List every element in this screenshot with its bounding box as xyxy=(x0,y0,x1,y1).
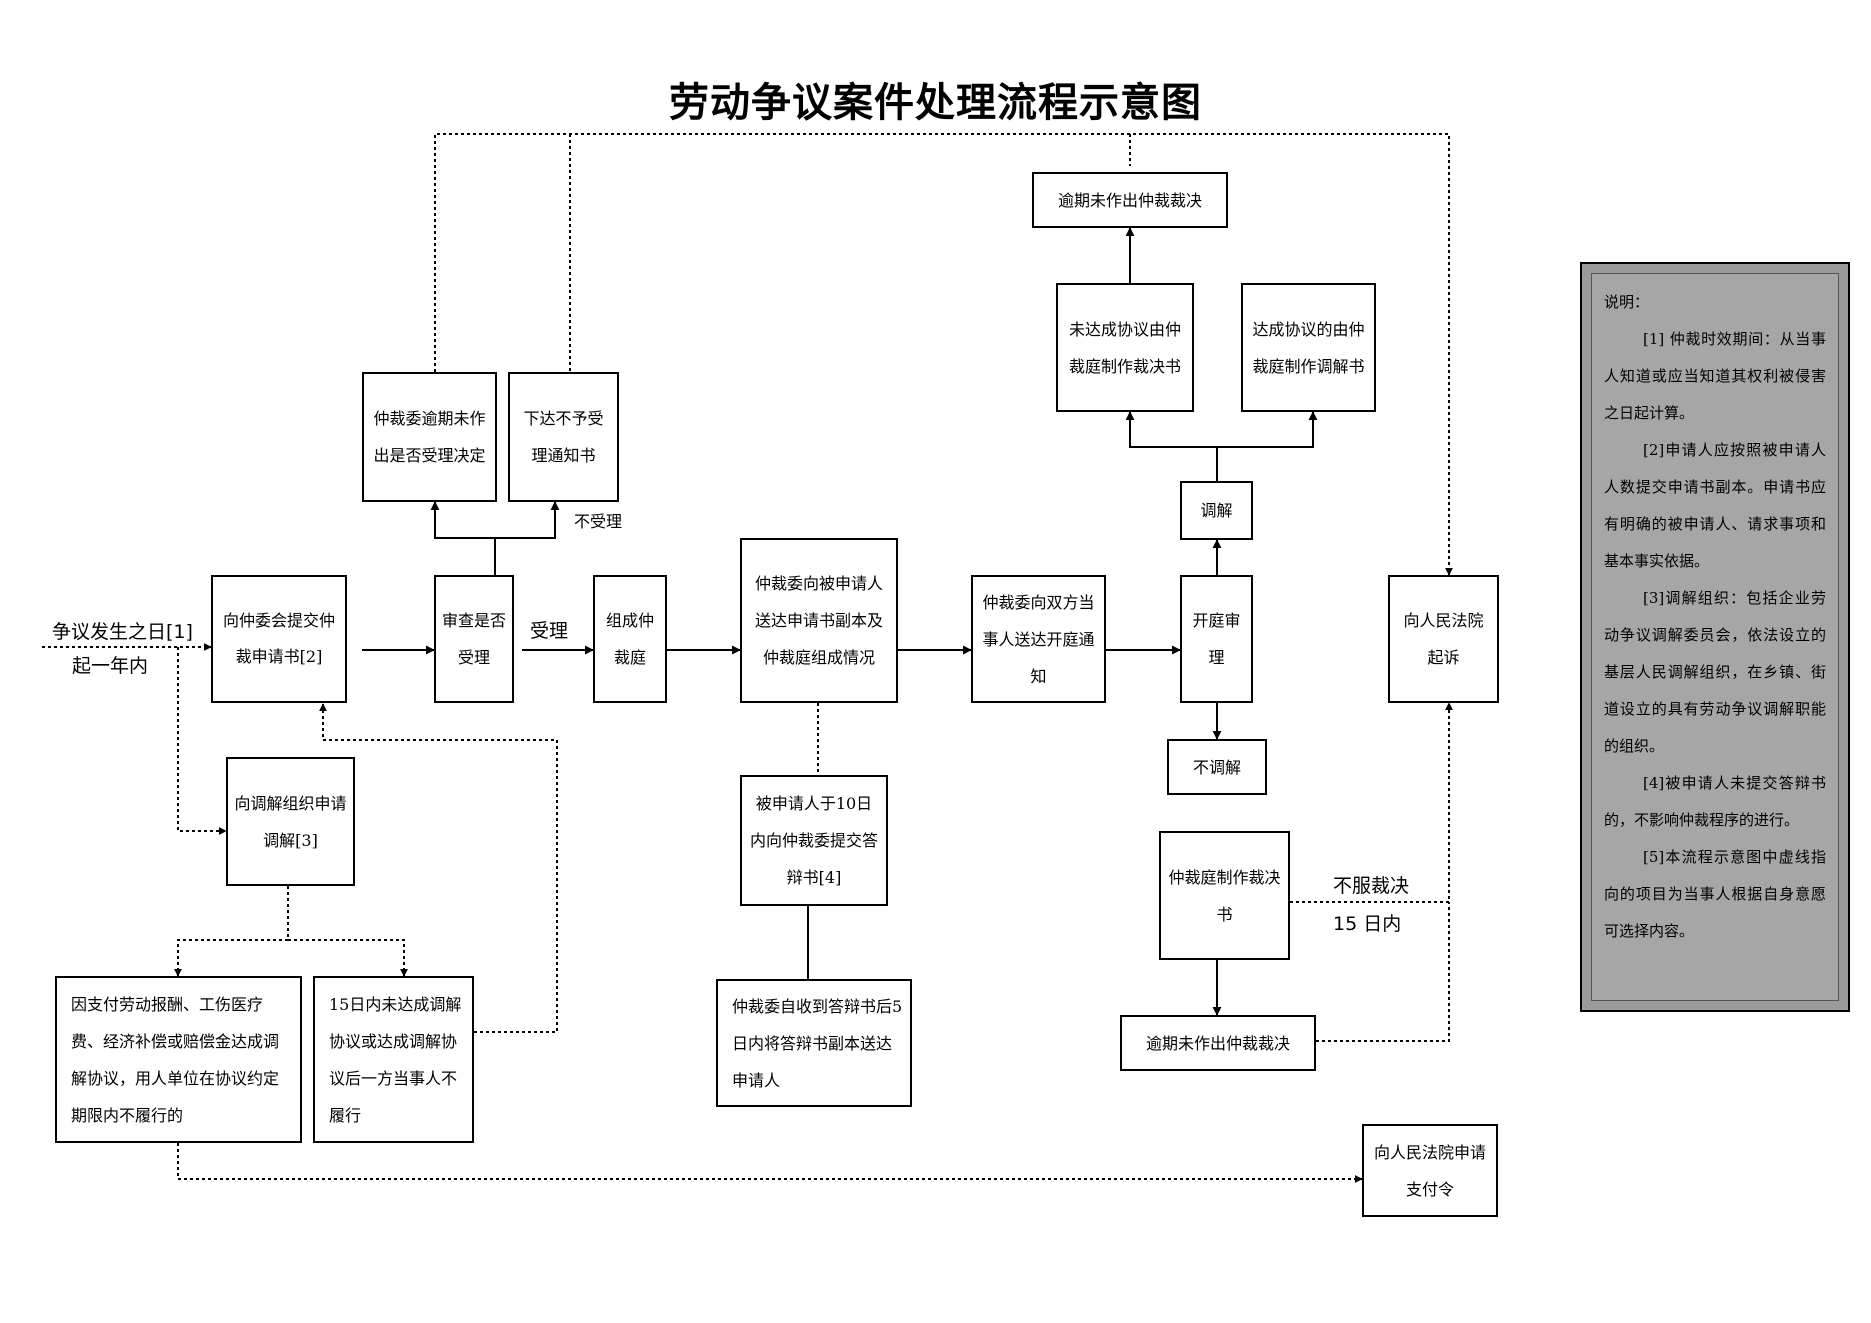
overdue-top-box[interactable]: 逾期未作出仲裁裁决 xyxy=(1032,172,1228,228)
arrow-mediate-agree xyxy=(1217,411,1318,448)
nonperform-15-label: 15日内未达成调解协议或达成调解协议后一方当事人不履行 xyxy=(329,994,462,1125)
note-item-3: [3]调解组织：包括企业劳动争议调解委员会，依法设立的基层人民调解组织，在乡镇、… xyxy=(1604,589,1826,755)
mediation-org-label: 向调解组织申请调解[3] xyxy=(234,793,347,850)
arrow-review-reject xyxy=(495,501,560,539)
overdue-accept-label: 仲裁委逾期未作出是否受理决定 xyxy=(373,409,486,465)
no-agreement-label: 未达成协议由仲裁庭制作裁决书 xyxy=(1068,319,1181,376)
no-agreement-box[interactable]: 未达成协议由仲裁庭制作裁决书 xyxy=(1056,283,1194,412)
defense-box[interactable]: 被申请人于10日内向仲裁委提交答辩书[4] xyxy=(740,775,888,906)
mediate-label: 调解 xyxy=(1200,501,1233,520)
form-tribunal-label: 组成仲裁庭 xyxy=(605,611,654,667)
payment-order-label: 向人民法院申请支付令 xyxy=(1373,1142,1486,1199)
dotted-top-loop xyxy=(434,133,1453,576)
dotted-start-mediation xyxy=(177,647,227,835)
reject-notice-label: 下达不予受理通知书 xyxy=(523,409,604,465)
serve-copy-label: 仲裁委向被申请人送达申请书副本及仲裁庭组成情况 xyxy=(754,574,883,667)
note-item-2: [2]申请人应按照被申请人人数提交申请书副本。申请书应有明确的被申请人、请求事项… xyxy=(1604,441,1826,570)
arrow-review-branch xyxy=(430,501,496,575)
nonperform-15-box[interactable]: 15日内未达成调解协议或达成调解协议后一方当事人不履行 xyxy=(313,976,474,1143)
court-sue-label: 向人民法院起诉 xyxy=(1403,611,1484,667)
nonperform-pay-box[interactable]: 因支付劳动报酬、工伤医疗费、经济补偿或赔偿金达成调解协议，用人单位在协议约定期限… xyxy=(55,976,302,1143)
not-accept-label: 不受理 xyxy=(574,512,623,531)
apply-box[interactable]: 向仲委会提交仲裁申请书[2] xyxy=(211,575,347,703)
note-item-1: [1] 仲裁时效期间：从当事人知道或应当知道其权利被侵害之日起计算。 xyxy=(1604,330,1826,422)
form-tribunal-box[interactable]: 组成仲裁庭 xyxy=(593,575,667,703)
notes-panel: 说明： [1] 仲裁时效期间：从当事人知道或应当知道其权利被侵害之日起计算。 [… xyxy=(1580,262,1850,1012)
agreement-box[interactable]: 达成协议的由仲裁庭制作调解书 xyxy=(1241,283,1376,412)
notify-hearing-label: 仲裁委向双方当事人送达开庭通知 xyxy=(982,592,1095,686)
mediation-org-box[interactable]: 向调解组织申请调解[3] xyxy=(226,757,355,886)
no-mediate-box[interactable]: 不调解 xyxy=(1167,739,1267,795)
reject-notice-box[interactable]: 下达不予受理通知书 xyxy=(508,372,619,502)
court-sue-box[interactable]: 向人民法院起诉 xyxy=(1388,575,1499,703)
defense-copy-label: 仲裁委自收到答辩书后5日内将答辩书副本送达申请人 xyxy=(732,996,903,1090)
notes-heading: 说明： xyxy=(1604,293,1650,311)
dotted-overdue-court xyxy=(1316,902,1450,1042)
overdue-bottom-label: 逾期未作出仲裁裁决 xyxy=(1145,1033,1290,1053)
dotted-mediation-split-right xyxy=(288,939,408,977)
mediate-box[interactable]: 调解 xyxy=(1180,481,1253,540)
overdue-bottom-box[interactable]: 逾期未作出仲裁裁决 xyxy=(1120,1015,1316,1071)
accept-label: 受理 xyxy=(530,620,569,642)
note-item-5: [5]本流程示意图中虚线指向的项目为当事人根据自身意愿可选择内容。 xyxy=(1604,848,1826,940)
defense-copy-box[interactable]: 仲裁委自收到答辩书后5日内将答辩书副本送达申请人 xyxy=(716,979,912,1107)
dotted-15-back-apply xyxy=(319,703,558,1033)
overdue-accept-box[interactable]: 仲裁委逾期未作出是否受理决定 xyxy=(362,372,497,502)
notes-panel-inner: 说明： [1] 仲裁时效期间：从当事人知道或应当知道其权利被侵害之日起计算。 [… xyxy=(1591,273,1839,1001)
review-box[interactable]: 审查是否受理 xyxy=(434,575,514,703)
start-label-line2: 起一年内 xyxy=(72,655,149,677)
review-label: 审查是否受理 xyxy=(442,611,507,667)
serve-copy-box[interactable]: 仲裁委向被申请人送达申请书副本及仲裁庭组成情况 xyxy=(740,538,898,703)
notify-hearing-box[interactable]: 仲裁委向双方当事人送达开庭通知 xyxy=(971,575,1106,703)
nonperform-pay-label: 因支付劳动报酬、工伤医疗费、经济补偿或赔偿金达成调解协议，用人单位在协议约定期限… xyxy=(71,994,280,1125)
dotted-pay-order xyxy=(177,1143,1363,1183)
no-mediate-label: 不调解 xyxy=(1192,757,1241,777)
payment-order-box[interactable]: 向人民法院申请支付令 xyxy=(1362,1124,1498,1217)
within-15-label: 15 日内 xyxy=(1333,913,1402,935)
defense-label: 被申请人于10日内向仲裁委提交答辩书[4] xyxy=(749,794,878,887)
note-item-4: [4]被申请人未提交答辩书的，不影响仲裁程序的进行。 xyxy=(1604,774,1826,829)
agreement-label: 达成协议的由仲裁庭制作调解书 xyxy=(1252,319,1365,376)
apply-label: 向仲委会提交仲裁申请书[2] xyxy=(222,611,335,666)
award-label: 仲裁庭制作裁决书 xyxy=(1168,867,1281,924)
dissatisfied-label: 不服裁决 xyxy=(1333,875,1410,897)
page-title: 劳动争议案件处理流程示意图 xyxy=(669,80,1202,126)
award-box[interactable]: 仲裁庭制作裁决书 xyxy=(1159,831,1290,960)
dotted-mediation-split xyxy=(174,886,289,977)
hearing-box[interactable]: 开庭审理 xyxy=(1180,575,1253,703)
arrow-mediate-branch xyxy=(1125,411,1218,481)
overdue-top-label: 逾期未作出仲裁裁决 xyxy=(1057,190,1202,210)
start-label-line1: 争议发生之日[1] xyxy=(52,621,193,643)
hearing-label: 开庭审理 xyxy=(1192,611,1241,667)
